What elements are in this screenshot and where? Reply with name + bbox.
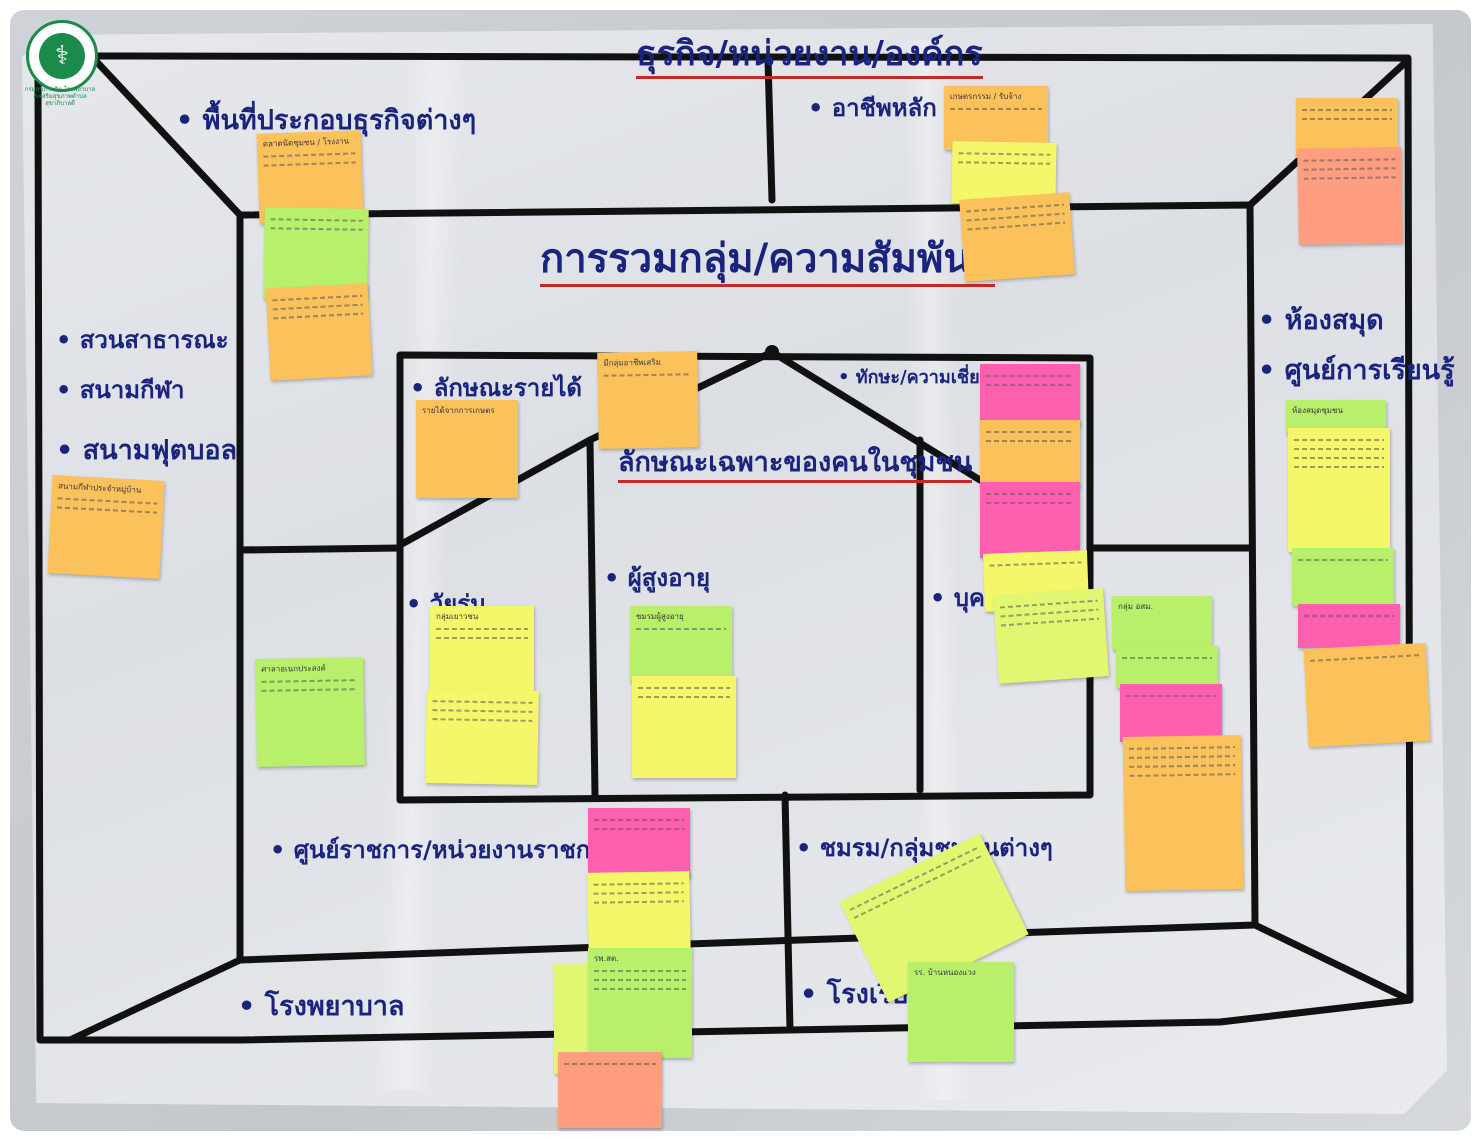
- sticky-note: [588, 808, 690, 878]
- sticky-note: [558, 1052, 662, 1128]
- sticky-note: [587, 871, 691, 953]
- sticky-note: [1116, 646, 1218, 688]
- label-government-center: • ศูนย์ราชการ/หน่วยงานราชการ: [270, 836, 617, 864]
- sticky-note: [425, 689, 539, 785]
- sticky-note: [1303, 642, 1431, 748]
- caduceus-icon: ⚕: [39, 33, 85, 79]
- label-clubs: • ชมรม/กลุ่มชุมชนต่างๆ: [796, 834, 1053, 862]
- label-library: • ห้องสมุด: [1258, 305, 1384, 336]
- sticky-note: [993, 588, 1109, 684]
- sticky-note-income: รายได้จากการเกษตร: [416, 400, 518, 498]
- label-learning-center: • ศูนย์การเรียนรู้: [1258, 355, 1455, 386]
- label-public-park: • สวนสาธารณะ: [56, 326, 229, 354]
- sticky-note: [959, 192, 1075, 282]
- title-business-organization: ธุรกิจ/หน่วยงาน/องค์กร: [636, 26, 983, 80]
- sticky-note-hospital: รพ.สต.: [588, 948, 692, 1058]
- sticky-note-occupation: เกษตรกรรม / รับจ้าง: [944, 86, 1048, 150]
- sticky-note: [1297, 147, 1403, 245]
- sticky-note-teen: กลุ่มเยาวชน: [430, 606, 534, 704]
- sticky-note: [980, 364, 1080, 426]
- sticky-note: [1120, 684, 1222, 742]
- sticky-note: [1122, 734, 1244, 892]
- sticky-note: [265, 283, 373, 381]
- label-elderly: • ผู้สูงอายุ: [604, 564, 711, 592]
- title-grouping-relationship: การรวมกลุ่ม/ความสัมพันธ์: [540, 226, 996, 290]
- sticky-note: [1298, 604, 1400, 648]
- sticky-note-school: รร. บ้านหนองแวง: [908, 962, 1014, 1062]
- title-community-characteristics: ลักษณะเฉพาะของคนในชุมชน: [618, 440, 973, 483]
- sticky-note: [980, 420, 1080, 486]
- label-income: • ลักษณะรายได้: [410, 374, 582, 402]
- ministry-logo: ⚕: [26, 20, 98, 92]
- logo-caption: กรมสุขภาพจิต โรงพยาบาลส่งเสริมสุขภาพตำบล…: [24, 86, 96, 107]
- sticky-note-park: ศาลาอเนกประสงค์: [255, 657, 365, 767]
- sticky-note-elderly: ชมรมผู้สูงอายุ: [630, 606, 732, 682]
- sticky-note: [1288, 428, 1390, 552]
- sticky-note: [980, 482, 1080, 558]
- label-main-occupation: • อาชีพหลัก: [808, 94, 937, 122]
- sticky-note: [632, 676, 736, 778]
- sticky-note-income-extra: มีกลุ่มอาชีพเสริม: [597, 351, 699, 449]
- label-stadium: • สนามกีฬา: [56, 376, 185, 404]
- sticky-note: [1292, 548, 1394, 606]
- sticky-note-stadium: สนามกีฬาประจำหมู่บ้าน: [47, 475, 165, 579]
- label-hospital: • โรงพยาบาล: [238, 991, 405, 1022]
- label-football-field: • สนามฟุตบอล: [56, 435, 238, 466]
- sticky-note-club: กลุ่ม อสม.: [1112, 596, 1212, 650]
